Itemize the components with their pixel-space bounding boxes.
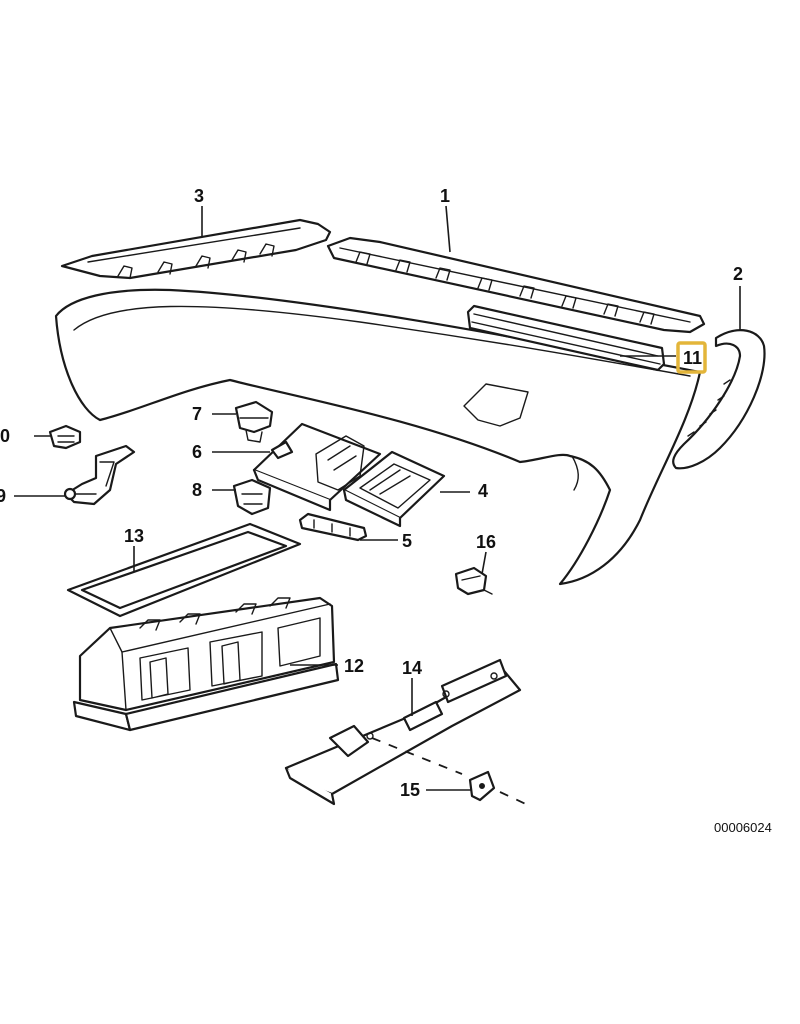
main-cover-panel (54, 288, 702, 586)
part-2-side-trim[interactable] (672, 329, 766, 470)
part-1-trim-strip[interactable] (326, 236, 706, 334)
part-12-housing[interactable] (72, 596, 340, 732)
callout-3: 3 (194, 186, 204, 206)
part-9-hinge[interactable] (63, 444, 136, 506)
callout-labels: 3 1 2 11 7 10 6 4 8 9 5 16 13 12 14 15 (0, 186, 743, 800)
drawing-number: 00006024 (714, 820, 772, 835)
callout-2: 2 (733, 264, 743, 284)
assembly-dashed-lines (371, 737, 531, 807)
callout-16: 16 (476, 532, 496, 552)
part-8-clip[interactable] (232, 478, 272, 516)
callout-9: 9 (0, 486, 6, 506)
callout-10: 10 (0, 426, 10, 446)
part-15-nut-clip[interactable] (468, 770, 496, 802)
callout-15: 15 (400, 780, 420, 800)
callout-8: 8 (192, 480, 202, 500)
part-14-plate[interactable] (284, 658, 522, 806)
callout-1: 1 (440, 186, 450, 206)
callout-11: 11 (683, 348, 702, 368)
callout-13: 13 (124, 526, 144, 546)
callout-14: 14 (402, 658, 422, 678)
callout-11-highlight (676, 341, 707, 374)
part-3-trim-strip[interactable] (60, 218, 332, 280)
part-7-clip[interactable] (234, 400, 274, 443)
part-16-cap[interactable] (454, 566, 493, 596)
callout-12: 12 (344, 656, 364, 676)
callout-7: 7 (192, 404, 202, 424)
callout-4: 4 (478, 481, 488, 501)
part-10-bracket[interactable] (48, 424, 82, 450)
part-5-strip[interactable] (298, 512, 368, 542)
leader-lines (14, 205, 741, 791)
part-11-seal-strip[interactable] (466, 304, 666, 372)
callout-5: 5 (402, 531, 412, 551)
part-4-vent-grille[interactable] (342, 450, 446, 528)
part-13-gasket[interactable] (66, 522, 302, 618)
callout-6: 6 (192, 442, 202, 462)
